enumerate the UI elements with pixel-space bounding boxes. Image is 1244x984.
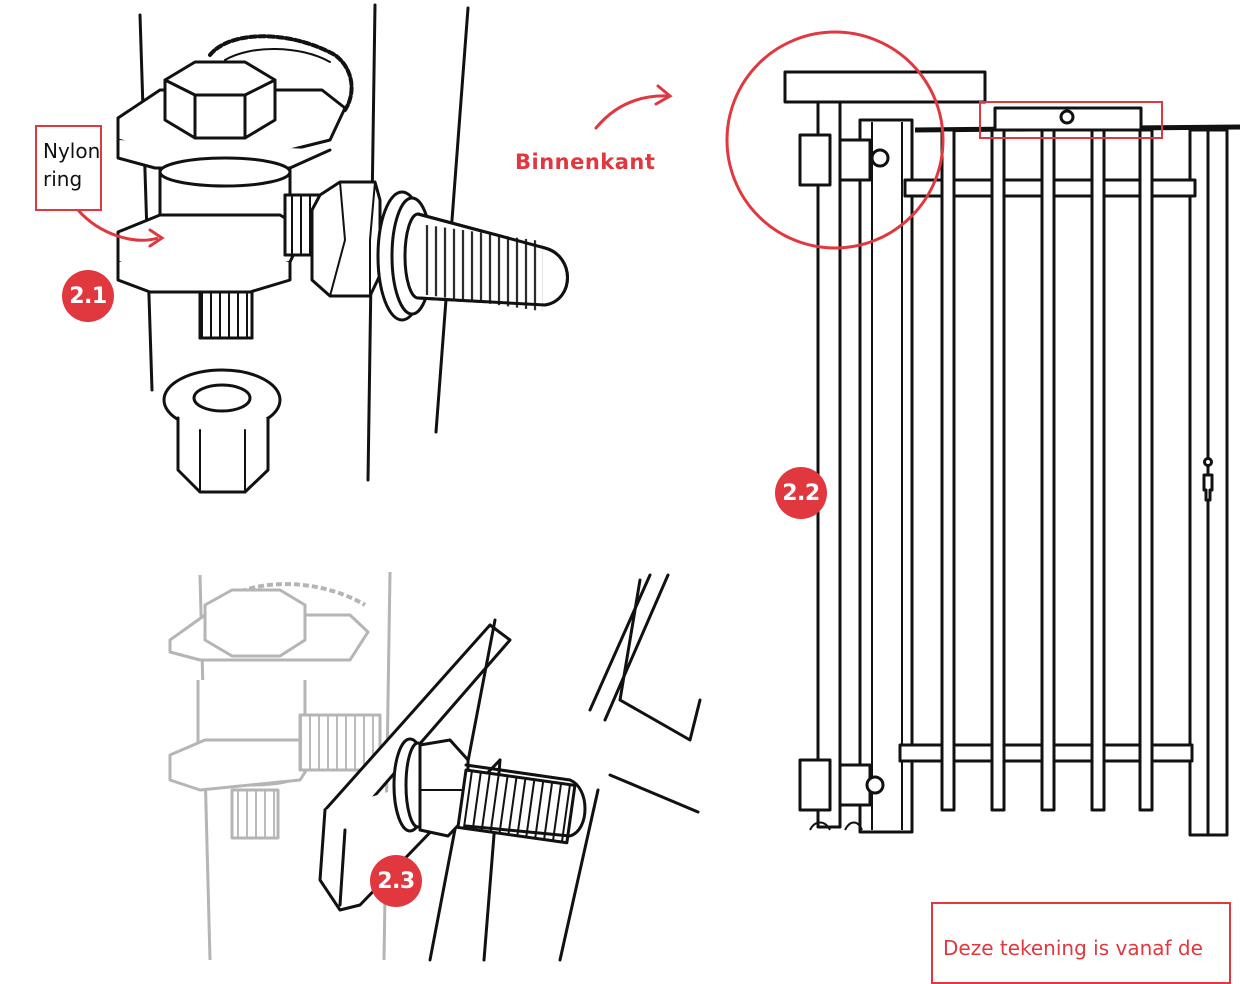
nylon-ring-text: Nylon ring — [43, 139, 101, 191]
gate-frame-detail-2-3 — [318, 573, 702, 962]
nylon-ring-label: Nylon ring — [35, 125, 102, 211]
step-badge-2-1: 2.1 — [62, 270, 114, 322]
binnenkant-arrowhead — [654, 84, 673, 106]
nylon-ring-arrowhead — [148, 228, 165, 248]
zoom-highlight-circle — [725, 30, 945, 250]
drawing-note-text: Deze tekening is vanaf de — [943, 936, 1203, 960]
inside-label: Binnenkant — [515, 150, 656, 174]
gate-illustration-2-2 — [783, 70, 1241, 837]
top-plate-highlight — [979, 101, 1163, 139]
binnenkant-arrow — [594, 94, 670, 130]
step-badge-2-2: 2.2 — [775, 467, 827, 519]
nylon-ring-pointer-arrow — [76, 209, 159, 242]
hinge-detail-2-1 — [116, 3, 569, 494]
step-badge-2-3: 2.3 — [370, 855, 422, 907]
gate-vertical-bars — [940, 128, 1154, 812]
drawing-note-box: Deze tekening is vanaf de — [931, 902, 1231, 984]
